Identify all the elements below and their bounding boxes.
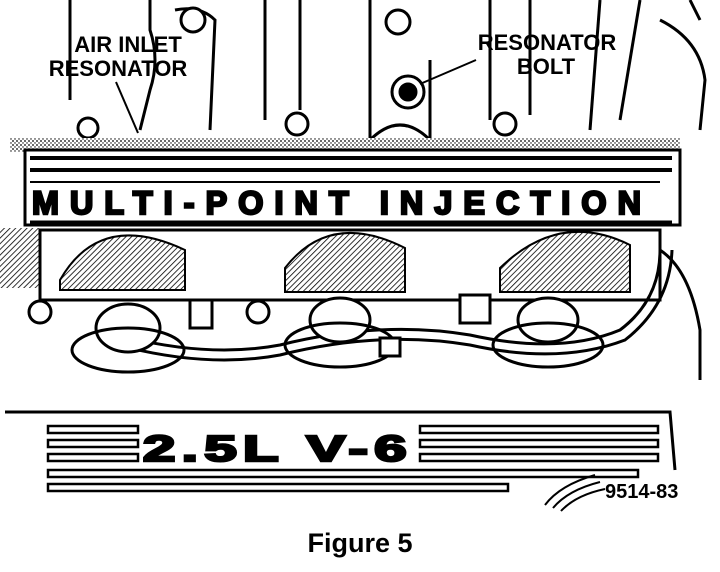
bolt-icon <box>27 299 53 325</box>
bolt-icon <box>384 8 412 36</box>
injector-cap <box>516 296 580 344</box>
top-bolts <box>76 6 518 140</box>
leader-lines <box>115 59 477 134</box>
figure-code: 9514-83 <box>605 481 678 503</box>
resonator-bolt-label-line1: RESONATOR <box>478 30 617 55</box>
engine-badge: 2.5L V-6 <box>143 428 413 469</box>
engine-cover <box>5 410 677 512</box>
air-inlet-label-line1: AIR INLET <box>74 32 182 57</box>
air-inlet-label-line2: RESONATOR <box>49 56 188 81</box>
bolt-icon <box>245 299 271 325</box>
injectors <box>27 293 605 374</box>
manifold-text: MULTI-POINT INJECTION <box>32 185 652 221</box>
bolt-icon <box>179 6 207 34</box>
intake-runners <box>0 228 662 302</box>
bolt-icon <box>492 111 518 137</box>
injector-cap <box>308 296 372 344</box>
bolt-icon <box>284 111 310 137</box>
figure-caption: Figure 5 <box>307 528 413 558</box>
bolt-icon <box>76 116 100 140</box>
fuel-rail <box>99 248 702 380</box>
manifold-cover <box>10 138 682 227</box>
resonator-bolt-label-line2: BOLT <box>517 54 576 79</box>
